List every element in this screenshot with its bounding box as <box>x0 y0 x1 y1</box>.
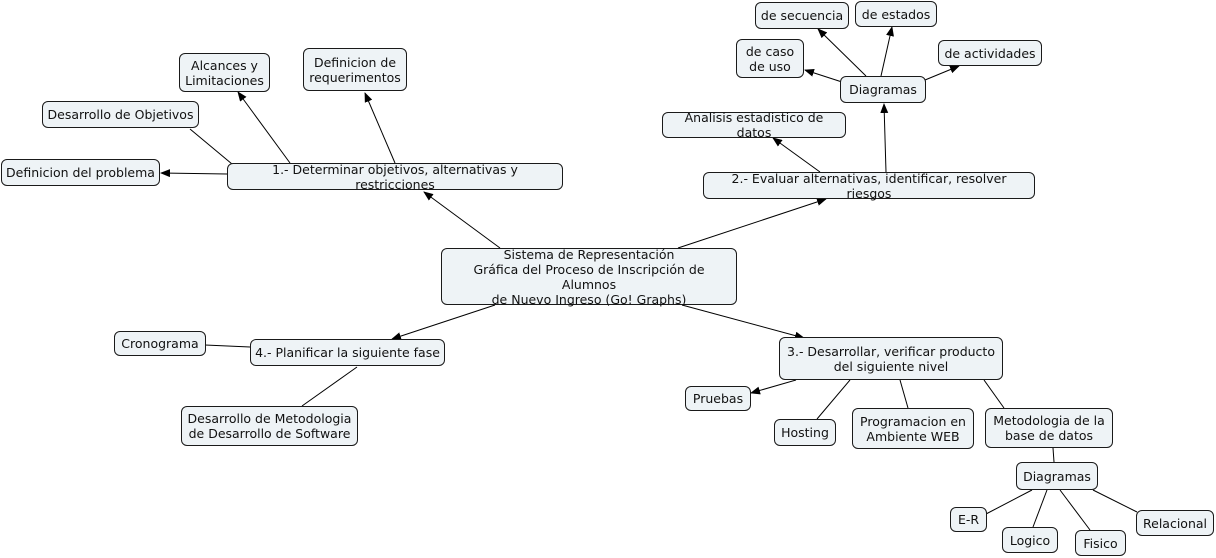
node-e-r[interactable]: E-R <box>950 507 987 532</box>
node-relacional[interactable]: Relacional <box>1136 510 1214 536</box>
edge-n3-programacion <box>899 379 909 409</box>
node-determinar-objetivos[interactable]: 1.- Determinar objetivos, alternativas y… <box>227 162 563 192</box>
edge-root-n4 <box>391 304 496 340</box>
node-diagramas-bd[interactable]: Diagramas <box>1016 462 1098 490</box>
node-planificar-fase[interactable]: 4.- Planificar la siguiente fase <box>250 339 445 366</box>
edge-diag-caso <box>804 68 843 83</box>
node-desarrollo-metodologia[interactable]: Desarrollo de Metodologia de Desarrollo … <box>181 406 358 446</box>
node-hosting[interactable]: Hosting <box>774 419 836 446</box>
node-de-estados[interactable]: de estados <box>855 1 937 27</box>
edge-n4-metodologia <box>301 366 358 407</box>
edge-n1-requerimientos <box>364 92 396 164</box>
edge-root-n1 <box>423 191 501 249</box>
edge-n2-diagramas <box>880 103 889 173</box>
edge-root-n2 <box>677 198 827 249</box>
node-definicion-requerimentos[interactable]: Definicion de requerimentos <box>303 48 407 91</box>
edge-n4-cronograma <box>204 344 251 348</box>
root-node[interactable]: Sistema de Representación Gráfica del Pr… <box>441 247 737 307</box>
node-de-actividades[interactable]: de actividades <box>938 40 1042 66</box>
edge-n3-hosting <box>816 379 851 420</box>
edge-diag-estados <box>880 26 894 77</box>
edge-diag-logico <box>1032 489 1048 528</box>
node-alcances-limitaciones[interactable]: Alcances y Limitaciones <box>179 53 270 92</box>
edge-n3-metodologia <box>983 379 1005 409</box>
node-desarrollo-objetivos[interactable]: Desarrollo de Objetivos <box>42 101 199 128</box>
node-de-secuencia[interactable]: de secuencia <box>755 2 849 29</box>
node-cronograma[interactable]: Cronograma <box>114 331 206 356</box>
node-desarrollar-verificar[interactable]: 3.- Desarrollar, verificar producto del … <box>779 337 1003 380</box>
node-pruebas[interactable]: Pruebas <box>685 386 751 411</box>
node-analisis-estadistico[interactable]: Analisis estadistico de datos <box>662 110 846 140</box>
node-definicion-problema[interactable]: Definicion del problema <box>1 159 160 186</box>
edge-n1-alcances <box>237 91 291 164</box>
node-evaluar-alternativas[interactable]: 2.- Evaluar alternativas, identificar, r… <box>703 171 1035 201</box>
node-metodologia-bd[interactable]: Metodologia de la base de datos <box>985 408 1113 448</box>
edge-diag-relacional <box>1092 489 1138 513</box>
edge-n1-objetivos <box>189 128 233 165</box>
edge-diag-er <box>985 489 1033 515</box>
node-caso-de-uso[interactable]: de caso de uso <box>736 39 804 78</box>
node-diagramas-uml[interactable]: Diagramas <box>840 76 926 103</box>
edge-n2-analisis <box>772 137 821 173</box>
edge-n1-problema <box>160 169 228 178</box>
edge-diag-actividades <box>924 65 960 81</box>
edge-metod-diagramas <box>1052 447 1055 463</box>
edge-n3-pruebas <box>750 379 797 395</box>
node-fisico[interactable]: Fisico <box>1075 530 1126 556</box>
node-logico[interactable]: Logico <box>1002 527 1058 553</box>
edge-diag-secuencia <box>817 28 867 77</box>
node-programacion-web[interactable]: Programacion en Ambiente WEB <box>852 408 974 449</box>
edge-root-n3 <box>681 304 805 340</box>
edge-diag-fisico <box>1059 489 1091 531</box>
